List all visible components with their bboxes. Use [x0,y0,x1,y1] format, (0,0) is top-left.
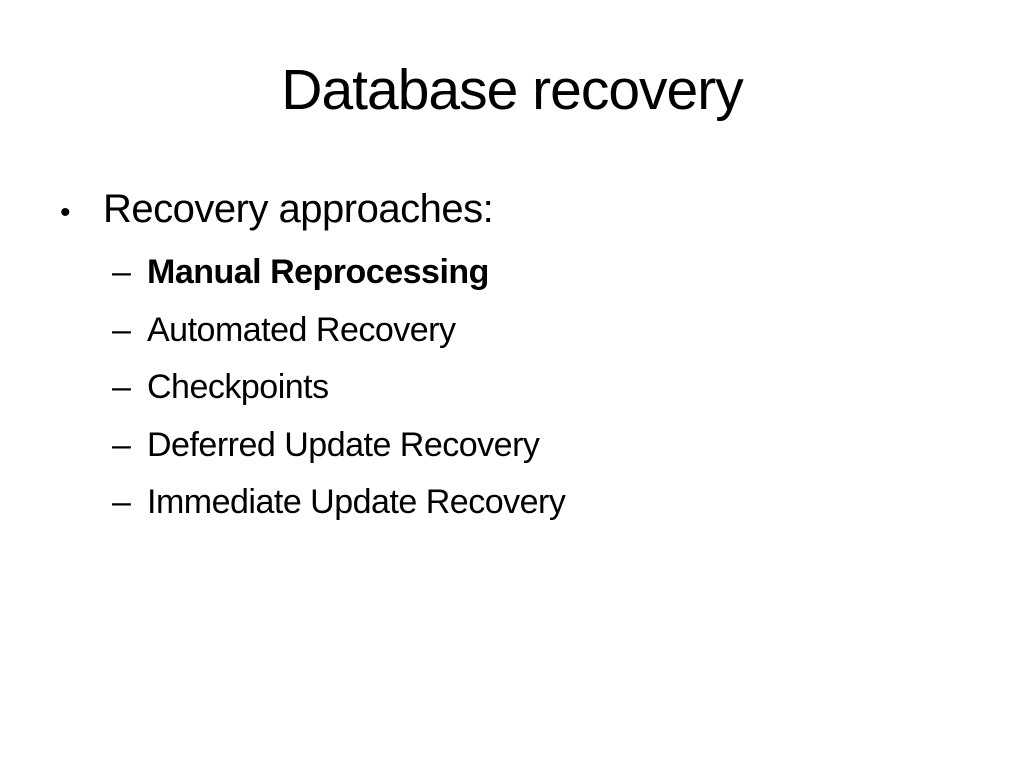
bullet-marker: • [60,196,71,229]
sub-bullet-label: Deferred Update Recovery [147,426,540,464]
dash-marker: – [112,483,131,521]
sub-bullet-item: – Manual Reprocessing [112,255,489,289]
sub-bullet-label: Manual Reprocessing [147,253,489,291]
slide-title: Database recovery [281,58,743,122]
sub-bullet-item: – Deferred Update Recovery [112,426,540,464]
bullet-item: • Recovery approaches: [60,187,494,231]
sub-bullet-item: – Checkpoints [112,370,329,404]
sub-bullet-item: – Automated Recovery [112,313,456,347]
dash-marker: – [112,253,131,291]
sub-bullet-label: Automated Recovery [147,311,456,349]
dash-marker: – [112,426,131,464]
dash-marker: – [112,368,131,406]
sub-bullet-item: – Immediate Update Recovery [112,483,566,521]
sub-bullet-label: Checkpoints [147,368,329,406]
dash-marker: – [112,311,131,349]
bullet-label: Recovery approaches: [103,187,494,231]
sub-bullet-label: Immediate Update Recovery [147,483,566,521]
